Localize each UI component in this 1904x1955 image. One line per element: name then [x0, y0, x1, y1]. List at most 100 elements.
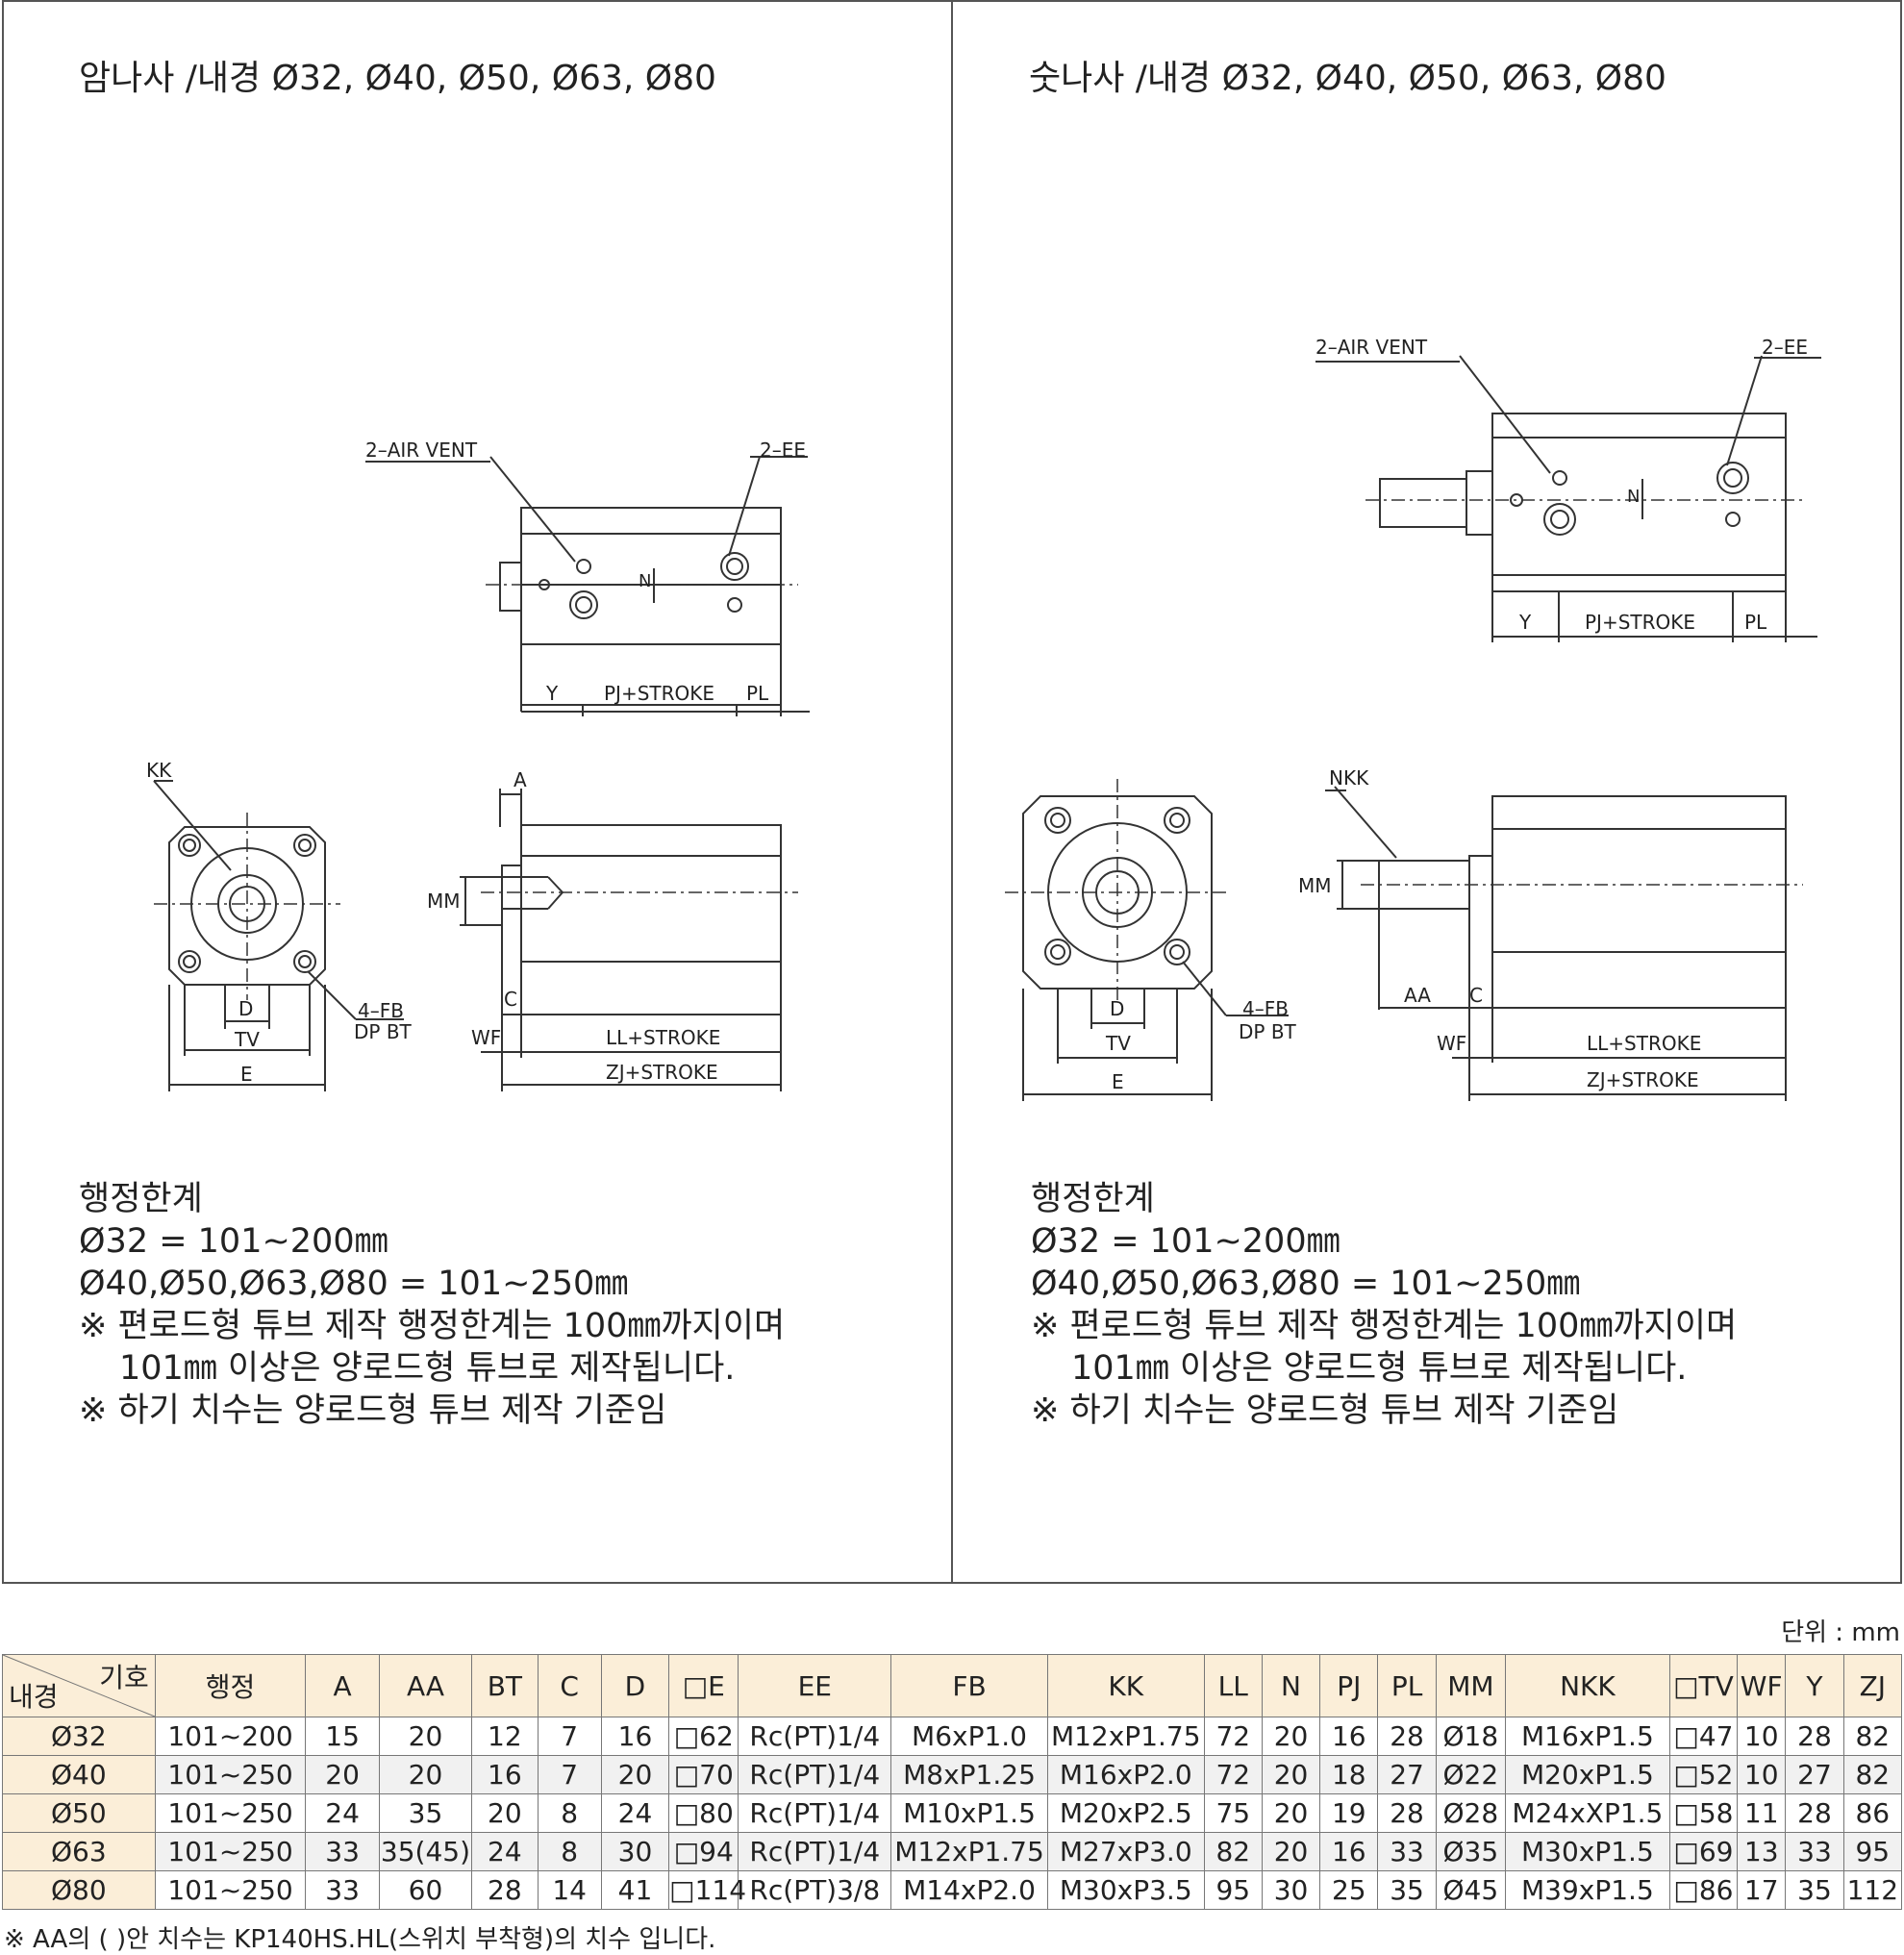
table-cell: 28	[1785, 1793, 1844, 1833]
table-cell: 20	[378, 1755, 473, 1794]
table-cell: 101~250	[154, 1793, 307, 1833]
svg-text:PJ+STROKE: PJ+STROKE	[604, 682, 714, 705]
svg-text:TV: TV	[234, 1028, 260, 1051]
table-cell: 24	[471, 1832, 539, 1871]
table-cell: 30	[600, 1832, 670, 1871]
table-cell: M20xP1.5	[1505, 1755, 1670, 1794]
col-header: NKK	[1505, 1654, 1670, 1717]
table-cell: 86	[1842, 1793, 1903, 1833]
table-cell: 24	[305, 1793, 380, 1833]
svg-text:2–EE: 2–EE	[760, 439, 806, 462]
svg-text:2–EE: 2–EE	[1762, 336, 1808, 359]
col-header: BT	[471, 1654, 539, 1717]
bore-cell: Ø40	[2, 1755, 156, 1794]
svg-text:N: N	[639, 571, 651, 591]
table-cell: 28	[1785, 1717, 1844, 1756]
table-cell: 72	[1203, 1755, 1263, 1794]
col-header: KK	[1046, 1654, 1205, 1717]
table-cell: □94	[668, 1832, 739, 1871]
unit-label: 단위 : mm	[1781, 1618, 1900, 1647]
col-header: □TV	[1668, 1654, 1739, 1717]
table-cell: 20	[1261, 1793, 1321, 1833]
female-top-view-drawing: 2–AIR VENT 2–EE N Y PJ+STROKE PL KK D TV…	[146, 439, 810, 1091]
svg-text:PL: PL	[1744, 611, 1767, 634]
stroke-limit-notes-male: 행정한계 Ø32 = 101~200㎜ Ø40,Ø50,Ø63,Ø80 = 10…	[1031, 1180, 1738, 1430]
table-cell: M16xP1.5	[1505, 1717, 1670, 1756]
table-cell: 35	[1377, 1870, 1437, 1910]
col-header: C	[537, 1654, 602, 1717]
table-cell: 20	[305, 1755, 380, 1794]
table-header-row: 기호 내경 행정 A AA BT C D □E EE FB KK LL N PJ…	[2, 1654, 1903, 1717]
table-cell: 27	[1785, 1755, 1844, 1794]
col-header: □E	[668, 1654, 739, 1717]
table-cell: 75	[1203, 1793, 1263, 1833]
table-cell: 14	[537, 1870, 602, 1910]
table-cell: 20	[471, 1793, 539, 1833]
table-cell: 11	[1737, 1793, 1787, 1833]
table-cell: 8	[537, 1793, 602, 1833]
table-cell: M14xP2.0	[890, 1870, 1048, 1910]
svg-text:PJ+STROKE: PJ+STROKE	[1585, 611, 1695, 634]
table-cell: 95	[1842, 1832, 1903, 1871]
svg-text:4–FB: 4–FB	[358, 999, 404, 1022]
svg-text:AA: AA	[1404, 984, 1431, 1007]
svg-text:N: N	[1627, 487, 1640, 507]
table-cell: 8	[537, 1832, 602, 1871]
svg-text:WF: WF	[471, 1026, 501, 1049]
col-header: 행정	[154, 1654, 307, 1717]
bore-cell: Ø50	[2, 1793, 156, 1833]
table-cell: 20	[378, 1717, 473, 1756]
table-cell: □114	[668, 1870, 746, 1910]
table-cell: 16	[1319, 1832, 1379, 1871]
svg-text:ZJ+STROKE: ZJ+STROKE	[1587, 1068, 1699, 1091]
svg-text:E: E	[1112, 1070, 1124, 1093]
table-cell: □47	[1668, 1717, 1739, 1756]
table-footnote: ※ AA의 ( )안 치수는 KP140HS.HL(스위치 부착형)의 치수 입…	[4, 1925, 716, 1954]
male-drawing: 2–AIR VENT 2–EE N Y PJ+STROKE PL D TV E …	[1005, 336, 1821, 1101]
table-cell: 28	[471, 1870, 539, 1910]
bore-cell: Ø80	[2, 1870, 156, 1910]
svg-text:ZJ+STROKE: ZJ+STROKE	[606, 1061, 718, 1084]
table-cell: 24	[600, 1793, 670, 1833]
svg-text:C: C	[1469, 984, 1483, 1007]
table-cell: Rc(PT)3/8	[738, 1870, 892, 1910]
svg-text:E: E	[240, 1063, 253, 1086]
table-corner-cell: 기호 내경	[2, 1654, 156, 1717]
table-cell: 82	[1842, 1717, 1903, 1756]
panel-divider	[951, 0, 953, 1584]
table-cell: Ø35	[1435, 1832, 1507, 1871]
svg-text:DP BT: DP BT	[354, 1020, 413, 1043]
panel-title-female-thread: 암나사 /내경 Ø32, Ø40, Ø50, Ø63, Ø80	[79, 59, 716, 98]
table-cell: □62	[668, 1717, 739, 1756]
col-header: WF	[1737, 1654, 1787, 1717]
table-cell: 35	[1785, 1870, 1844, 1910]
table-cell: M12xP1.75	[1046, 1717, 1205, 1756]
svg-text:NKK: NKK	[1329, 766, 1369, 790]
table-cell: 72	[1203, 1717, 1263, 1756]
table-cell: 82	[1842, 1755, 1903, 1794]
table-cell: 20	[1261, 1717, 1321, 1756]
svg-text:2–AIR VENT: 2–AIR VENT	[1315, 336, 1428, 359]
col-header: PJ	[1319, 1654, 1379, 1717]
table-cell: 17	[1737, 1870, 1787, 1910]
svg-text:WF: WF	[1437, 1032, 1466, 1055]
table-cell: Ø45	[1435, 1870, 1507, 1910]
col-header: EE	[738, 1654, 892, 1717]
table-cell: Ø18	[1435, 1717, 1507, 1756]
svg-text:2–AIR VENT: 2–AIR VENT	[365, 439, 478, 462]
table-cell: 16	[471, 1755, 539, 1794]
table-cell: 101~250	[154, 1755, 307, 1794]
table-cell: 33	[1785, 1832, 1844, 1871]
table-cell: 35(45)	[378, 1832, 473, 1871]
table-cell: 20	[1261, 1755, 1321, 1794]
svg-text:A: A	[514, 768, 527, 791]
table-cell: M30xP3.5	[1046, 1870, 1205, 1910]
bore-cell: Ø32	[2, 1717, 156, 1756]
svg-text:TV: TV	[1105, 1032, 1131, 1055]
table-cell: 101~250	[154, 1870, 307, 1910]
col-header: FB	[890, 1654, 1048, 1717]
table-cell: 20	[1261, 1832, 1321, 1871]
